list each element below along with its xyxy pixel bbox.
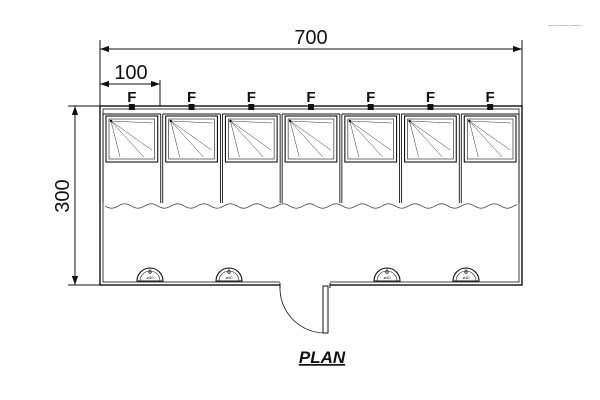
shower-spray-line [289, 120, 324, 158]
dimension-stall-width [100, 80, 161, 106]
shower-spray-line [170, 120, 213, 124]
shower-tray-inner [287, 118, 335, 160]
shower-spray-line [469, 120, 503, 158]
fixture-marker-icon [248, 104, 255, 110]
shower-stall: F [401, 89, 460, 203]
washbasin-caption: ø40 [147, 275, 155, 280]
dimension-total-width [99, 40, 523, 106]
shower-spray-line [230, 120, 272, 151]
washbasins: ø40 ø40 ø40 ø40 [136, 267, 480, 282]
dimension-total-width-label: 700 [294, 27, 327, 49]
washbasin-bowl [373, 267, 401, 282]
shower-spray-line [230, 120, 264, 158]
break-line [104, 203, 518, 209]
shower-spray-line [289, 120, 332, 151]
door-swing-arc [279, 285, 326, 334]
washbasin: ø40 [215, 267, 243, 282]
shower-spray-line [349, 120, 383, 158]
washbasin-bowl [452, 267, 480, 282]
fixture-marker-icon [308, 104, 314, 110]
fixture-label: F [187, 89, 196, 106]
fixture-marker-icon [487, 104, 494, 110]
washbasin: ø40 [452, 267, 480, 282]
shower-tray-inner [228, 118, 275, 160]
shower-spray-line [409, 120, 419, 158]
shower-head-icon [229, 119, 232, 123]
washbasin: ø40 [136, 267, 164, 282]
shower-spray-line [469, 120, 512, 124]
washbasin-caption: ø40 [384, 275, 392, 280]
shower-spray-line [349, 120, 360, 158]
shower-head-icon [408, 119, 411, 123]
dimension-depth [68, 105, 100, 286]
shower-tray-inner [108, 118, 156, 160]
fixture-marker-icon [367, 104, 374, 110]
shower-tray-inner [407, 118, 454, 160]
fixture-marker-icon [128, 104, 135, 110]
shower-spray-line [170, 120, 212, 151]
shower-spray-line [409, 120, 452, 124]
shower-spray-line [230, 120, 240, 158]
plan-title: PLAN [299, 348, 346, 367]
fixture-marker-icon [427, 104, 434, 110]
shower-spray-line [230, 120, 273, 124]
entrance-door[interactable] [279, 281, 331, 334]
shower-spray-line [469, 120, 511, 151]
shower-stall: F [281, 89, 341, 203]
shower-spray-line [170, 120, 180, 158]
shower-spray-line [170, 120, 204, 158]
shower-stall: F [102, 89, 162, 203]
shower-spray-line [409, 120, 451, 151]
fixture-label: F [486, 89, 495, 106]
shower-tray-inner [347, 118, 394, 160]
shower-stall: F [460, 89, 520, 203]
fixture-label: F [306, 89, 315, 106]
shower-spray-line [349, 120, 391, 151]
washbasin-caption: ø40 [463, 275, 471, 280]
fixture-label: F [366, 89, 375, 106]
shower-stall: F [162, 89, 221, 203]
fixture-label: F [127, 89, 136, 106]
shower-stall: F [221, 89, 281, 203]
shower-spray-line [110, 120, 152, 151]
shower-stall: F [341, 89, 401, 203]
dimension-depth-label: 300 [52, 179, 74, 212]
shower-spray-line [110, 120, 121, 158]
shower-spray-line [290, 120, 332, 124]
shower-spray-line [289, 120, 300, 158]
corner-note: — —— —— [548, 23, 581, 29]
shower-head-icon [348, 119, 352, 123]
shower-spray-line [349, 120, 392, 124]
shower-head-icon [169, 119, 172, 123]
washbasin-caption: ø40 [226, 275, 234, 280]
shower-head-icon [468, 119, 471, 123]
shower-spray-line [110, 120, 153, 124]
washbasin-bowl [215, 267, 243, 282]
fixture-label: F [426, 89, 435, 106]
shower-head-icon [109, 119, 113, 123]
shower-spray-line [409, 120, 443, 158]
shower-tray-inner [466, 118, 514, 160]
shower-spray-line [110, 120, 144, 158]
shower-tray-inner [168, 118, 215, 160]
dimension-stall-width-label: 100 [114, 62, 147, 84]
washbasin: ø40 [373, 267, 401, 282]
fixture-label: F [247, 89, 256, 106]
door-leaf [322, 285, 329, 334]
shower-head-icon [288, 119, 292, 123]
shower-spray-line [469, 120, 479, 158]
washbasin-bowl [136, 267, 164, 282]
fixture-marker-icon [188, 104, 195, 110]
